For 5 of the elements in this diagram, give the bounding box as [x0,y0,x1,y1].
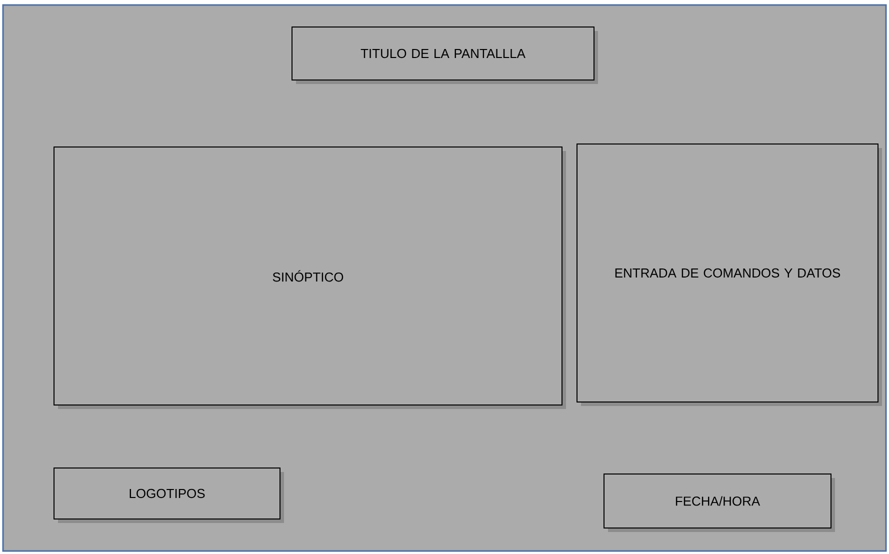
screen-box: ENTRADA DE COMANDOS Y DATOS [576,144,882,406]
screen-box: SINÓPTICO [54,146,566,409]
screen-box: FECHA/HORA [604,473,835,532]
screen-box: TITULO DE LA PANTALLLA [292,26,598,84]
screen-box: LOGOTIPOS [54,467,284,523]
